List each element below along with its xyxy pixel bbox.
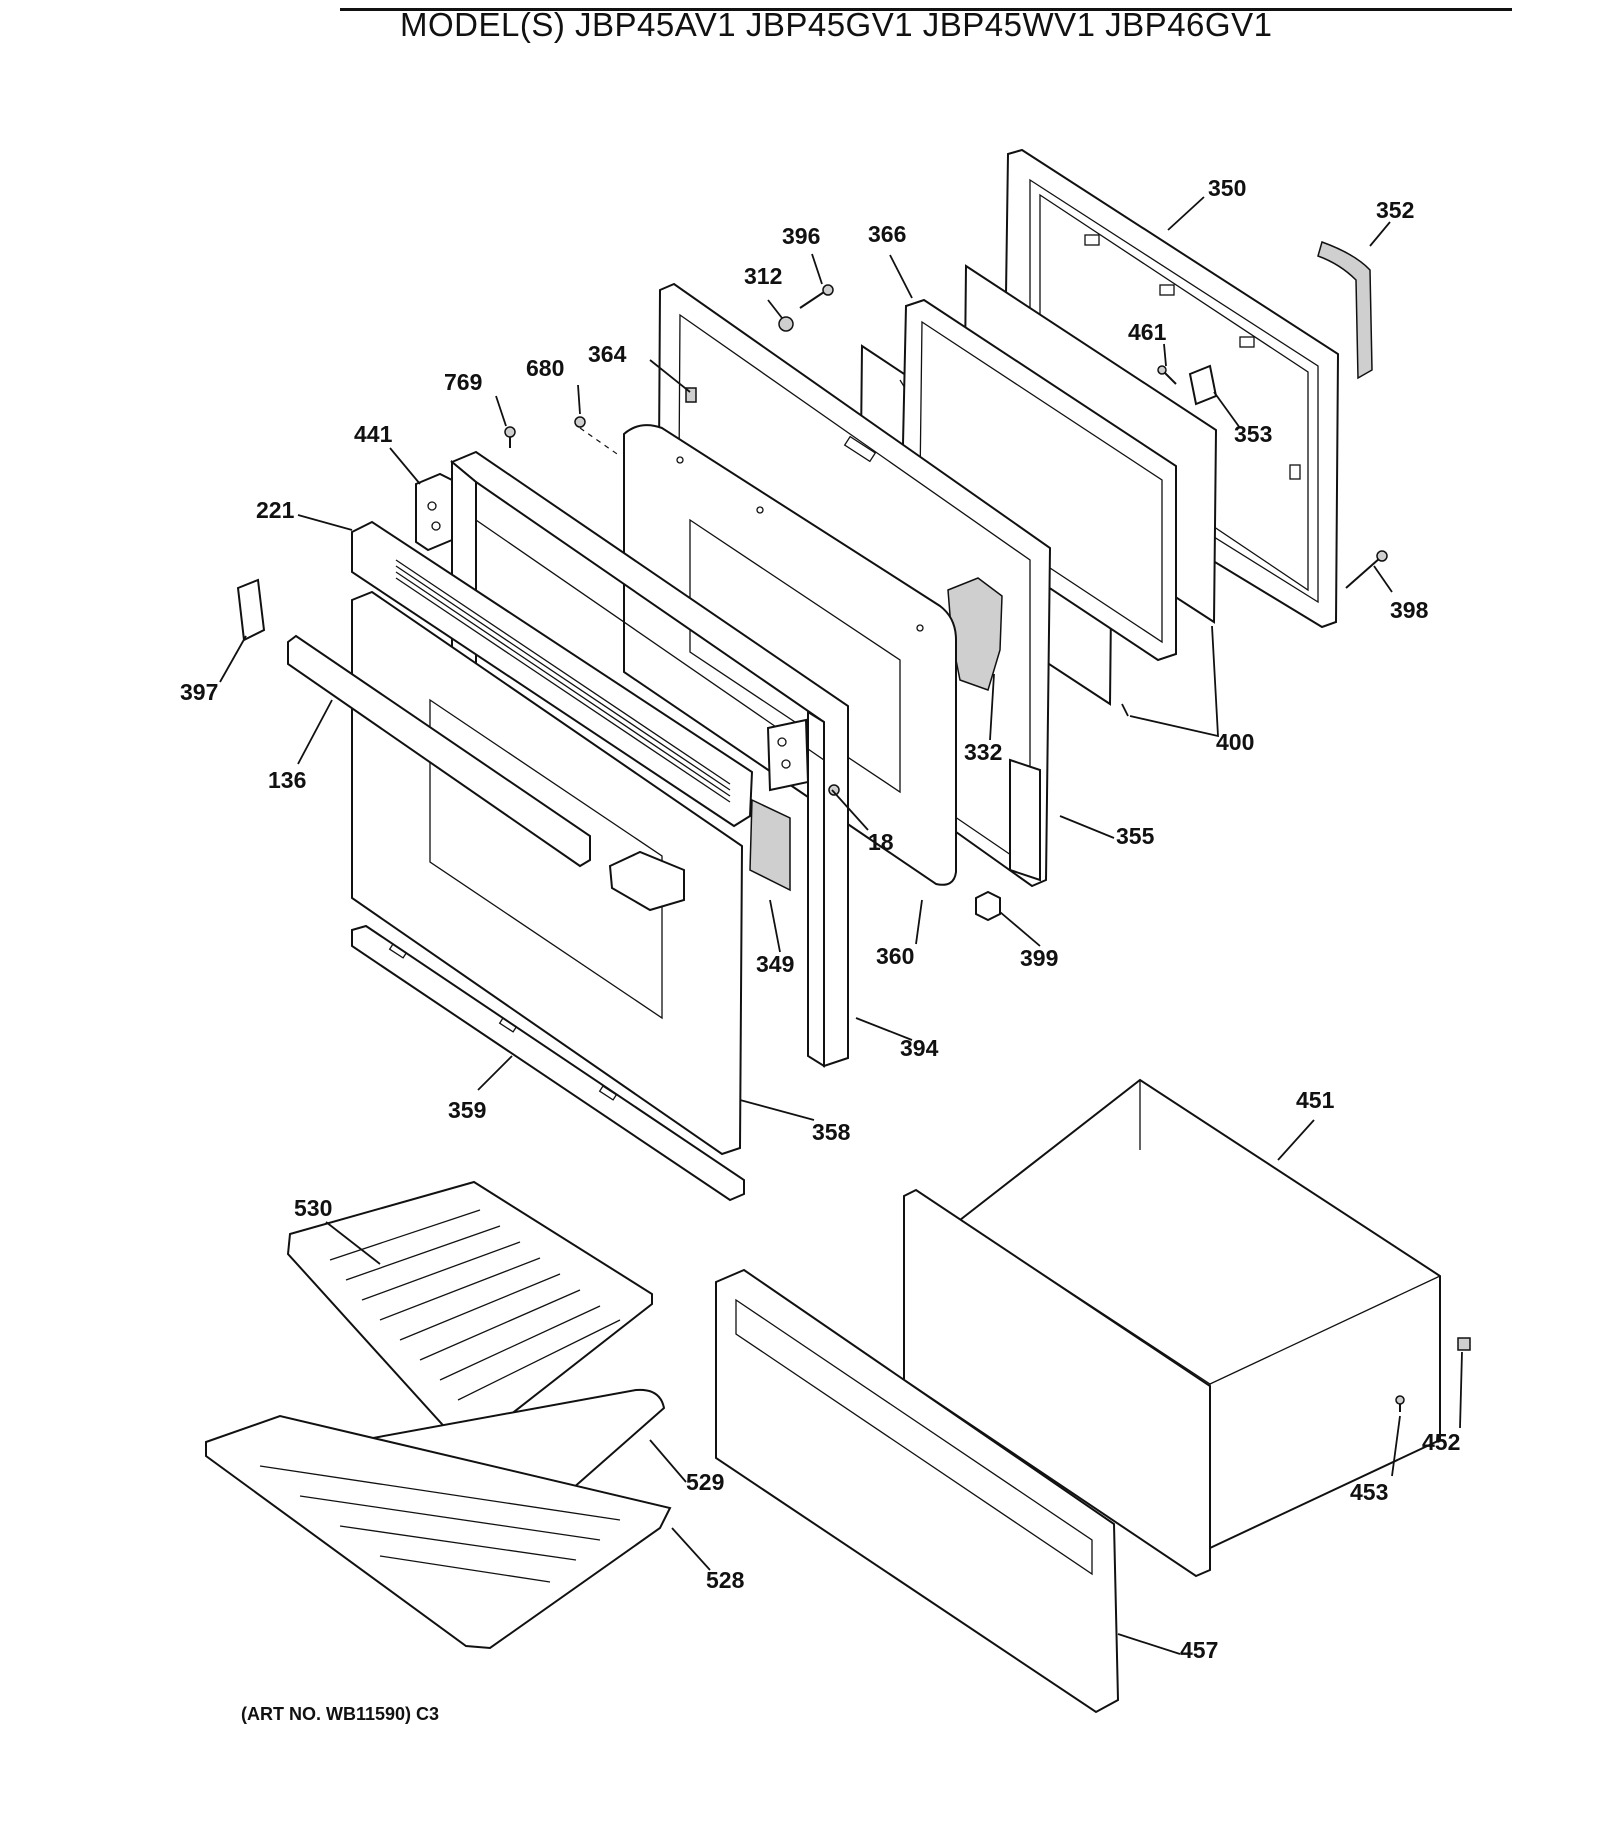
callout-400: 400 [1216,729,1254,755]
model-title: MODEL(S) JBP45AV1 JBP45GV1 JBP45WV1 JBP4… [400,6,1273,43]
part-349-door-panel-insert [749,798,791,892]
part-441-hinge [415,472,453,552]
part-452-drawer-stop [1457,1337,1471,1351]
part-453-screw [1395,1395,1405,1412]
part-396-screw [799,284,834,309]
callout-221: 221 [256,497,295,523]
part-358-outer-door-panel [351,590,744,1156]
part-397-latch [236,578,266,642]
callout-360: 360 [876,943,914,969]
callout-397: 397 [180,679,218,705]
part-528-oven-rack [205,1414,672,1650]
part-399-spacer [975,890,1001,922]
part-312-washer [778,316,794,332]
callout-394: 394 [900,1035,939,1061]
callout-396: 396 [782,223,820,249]
callout-452: 452 [1422,1429,1460,1455]
part-530-broil-pan-grid [286,1180,653,1446]
callout-332: 332 [964,739,1002,765]
callout-461: 461 [1128,319,1167,345]
callout-453: 453 [1350,1479,1388,1505]
callout-359: 359 [448,1097,486,1123]
callout-441: 441 [354,421,393,447]
callout-529: 529 [686,1469,724,1495]
part-136-door-handle [287,634,685,912]
callout-labels: 350 352 396 366 312 461 364 680 769 353 … [180,175,1460,1663]
callout-528: 528 [706,1567,745,1593]
callout-451: 451 [1296,1087,1335,1113]
part-18-hinge-screw [766,718,840,796]
callout-353: 353 [1234,421,1272,447]
header-rule [340,8,1512,11]
callout-769: 769 [444,369,482,395]
part-352-door-gasket [1317,241,1373,380]
callout-18: 18 [868,829,894,855]
callout-399: 399 [1020,945,1058,971]
callout-350: 350 [1208,175,1246,201]
callout-530: 530 [294,1195,332,1221]
callout-366: 366 [868,221,906,247]
callout-312: 312 [744,263,782,289]
leader-lines [219,196,1463,1655]
callout-364: 364 [588,341,627,367]
callout-352: 352 [1376,197,1414,223]
part-461-screw [1157,365,1177,385]
callout-358: 358 [812,1119,851,1145]
part-398-screw [1345,550,1388,589]
part-769-screw [504,426,516,448]
callout-355: 355 [1116,823,1155,849]
part-457-drawer-front [715,1268,1120,1714]
callout-136: 136 [268,767,306,793]
callout-349: 349 [756,951,794,977]
part-364-clip [685,387,697,403]
part-221-vent-trim [351,520,754,828]
callout-680: 680 [526,355,564,381]
part-680-nut [574,416,621,457]
art-number: (ART NO. WB11590) C3 [241,1704,440,1724]
callout-398: 398 [1390,597,1429,623]
part-359-bottom-trim [351,924,745,1202]
callout-457: 457 [1180,1637,1218,1663]
part-353-bracket [1188,364,1218,406]
